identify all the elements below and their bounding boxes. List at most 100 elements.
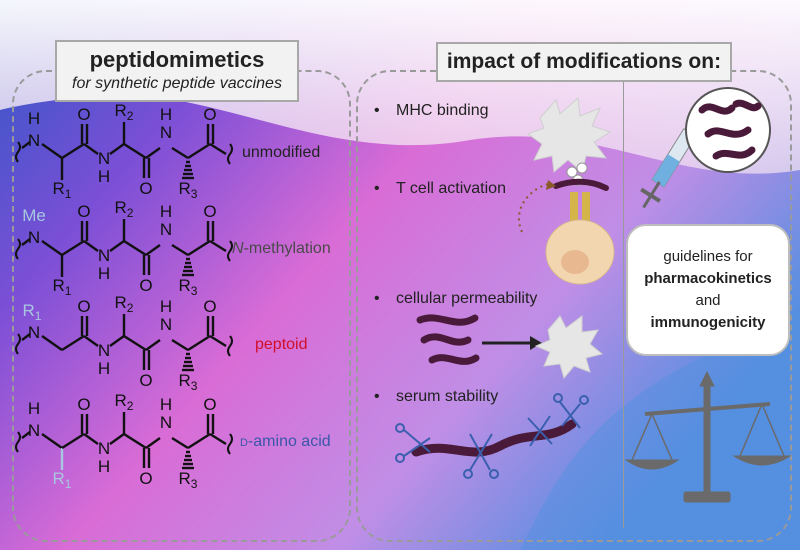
row0-bond9: [209, 142, 227, 156]
row2-n3: N: [160, 315, 172, 334]
row2-wave-right: [227, 335, 233, 357]
row0-o3: O: [203, 105, 216, 124]
left-subtitle: for synthetic peptide vaccines: [72, 75, 282, 92]
balance-scale-icon: [624, 370, 792, 503]
t-cell-icon: [545, 219, 615, 285]
row0-o2: O: [139, 179, 152, 198]
bullet-permeability-text: cellular permeability: [396, 290, 538, 307]
label-n-rest: -methylation: [243, 240, 331, 257]
row3-bond2: [61, 432, 85, 450]
row2-bond2: [61, 334, 85, 352]
row2-o1: O: [77, 297, 90, 316]
row0-bond7: [171, 146, 189, 160]
activation-arrow: [517, 183, 549, 233]
dendritic-cell-permeability: [534, 315, 604, 380]
row3-bond0: [21, 431, 31, 439]
row1-bond9: [209, 239, 227, 253]
row0-wave-left: [15, 141, 21, 163]
row0-bond3: [83, 143, 99, 155]
row2-n1: N: [28, 323, 40, 342]
row1-bond6: [145, 244, 161, 256]
row1-h3: H: [160, 202, 172, 221]
row0-bond6: [145, 147, 161, 159]
row3-bond9: [209, 432, 227, 446]
row2-wave-left: [15, 333, 21, 355]
left-title: peptidomimetics: [89, 47, 265, 72]
row3-h3: H: [160, 395, 172, 414]
row3-n3: N: [160, 413, 172, 432]
label-d-smallcaps: D: [240, 437, 248, 449]
left-header: peptidomimetics for synthetic peptide va…: [55, 40, 299, 102]
row3-o3: O: [203, 395, 216, 414]
row0-wave-right: [227, 143, 233, 165]
serum-peptide-icon: [411, 419, 577, 457]
row0-h2: H: [98, 167, 110, 186]
row0-bond2: [61, 142, 85, 160]
row2-bond4: [109, 335, 125, 347]
dendritic-cell-top: [526, 96, 612, 173]
row2-bond6: [145, 339, 161, 351]
row3-wave-right: [227, 433, 233, 455]
label-peptoid: peptoid: [255, 336, 308, 353]
guidelines-line2: pharmacokinetics: [644, 270, 772, 287]
guidelines-line3: and: [695, 292, 721, 309]
row1-bond3: [83, 240, 99, 252]
right-title: impact of modifications on:: [446, 50, 722, 73]
row1-n1-sub: Me: [22, 206, 46, 225]
row3-bond3: [83, 433, 99, 445]
label-unmodified: unmodified: [242, 144, 321, 161]
row3-n2: N: [98, 439, 110, 458]
row2-o3: O: [203, 297, 216, 316]
row1-bond0: [21, 238, 31, 246]
row0-bond0: [21, 141, 31, 149]
row2-bond1: [41, 335, 63, 351]
row1-bond2: [61, 239, 85, 257]
scissors-icon: [395, 393, 589, 479]
row0-h3: H: [160, 105, 172, 124]
row1-h2: H: [98, 264, 110, 283]
row3-o2: O: [139, 469, 152, 488]
row1-o1: O: [77, 202, 90, 221]
row3-n1-sub: H: [28, 399, 40, 418]
row2-bond8: [187, 334, 211, 352]
guidelines-line1: guidelines for: [663, 248, 753, 265]
row0-bond1: [41, 143, 63, 159]
row3-h2: H: [98, 457, 110, 476]
row1-bond1: [41, 240, 63, 256]
row3-bond6: [145, 437, 161, 449]
guidelines-box: guidelines for pharmacokinetics and immu…: [626, 224, 790, 356]
row3-bond4: [109, 433, 125, 445]
row1-wave-left: [15, 238, 21, 260]
row0-o1: O: [77, 105, 90, 124]
row2-bond3: [83, 335, 99, 347]
bullet-mhc-binding: •MHC binding: [374, 102, 489, 119]
row1-bond8: [187, 239, 211, 257]
row0-n3: N: [160, 123, 172, 142]
row2-bond5: [123, 334, 147, 352]
row0-bond5: [123, 142, 147, 160]
row2-h3: H: [160, 297, 172, 316]
row2-bond9: [209, 334, 227, 348]
row3-bond1: [41, 433, 63, 449]
row1-wave-right: [227, 240, 233, 262]
row1-bond7: [171, 243, 189, 257]
row1-bond4: [109, 240, 125, 252]
row0-n1-sub: H: [28, 109, 40, 128]
guidelines-line4: immunogenicity: [650, 314, 766, 331]
row2-bond7: [171, 338, 189, 352]
right-header: impact of modifications on:: [436, 42, 732, 82]
row0-n2: N: [98, 149, 110, 168]
label-d-amino-acid: D-amino acid: [240, 433, 331, 451]
row3-bond7: [171, 436, 189, 450]
row1-n2: N: [98, 246, 110, 265]
row3-wave-left: [15, 431, 21, 453]
row2-n2: N: [98, 341, 110, 360]
label-n-methylation: N-methylation: [232, 240, 331, 258]
bullet-t-cell-text: T cell activation: [396, 180, 506, 197]
label-d-rest: -amino acid: [247, 433, 331, 450]
row2-bond0: [21, 333, 31, 341]
row1-n1: N: [28, 228, 40, 247]
